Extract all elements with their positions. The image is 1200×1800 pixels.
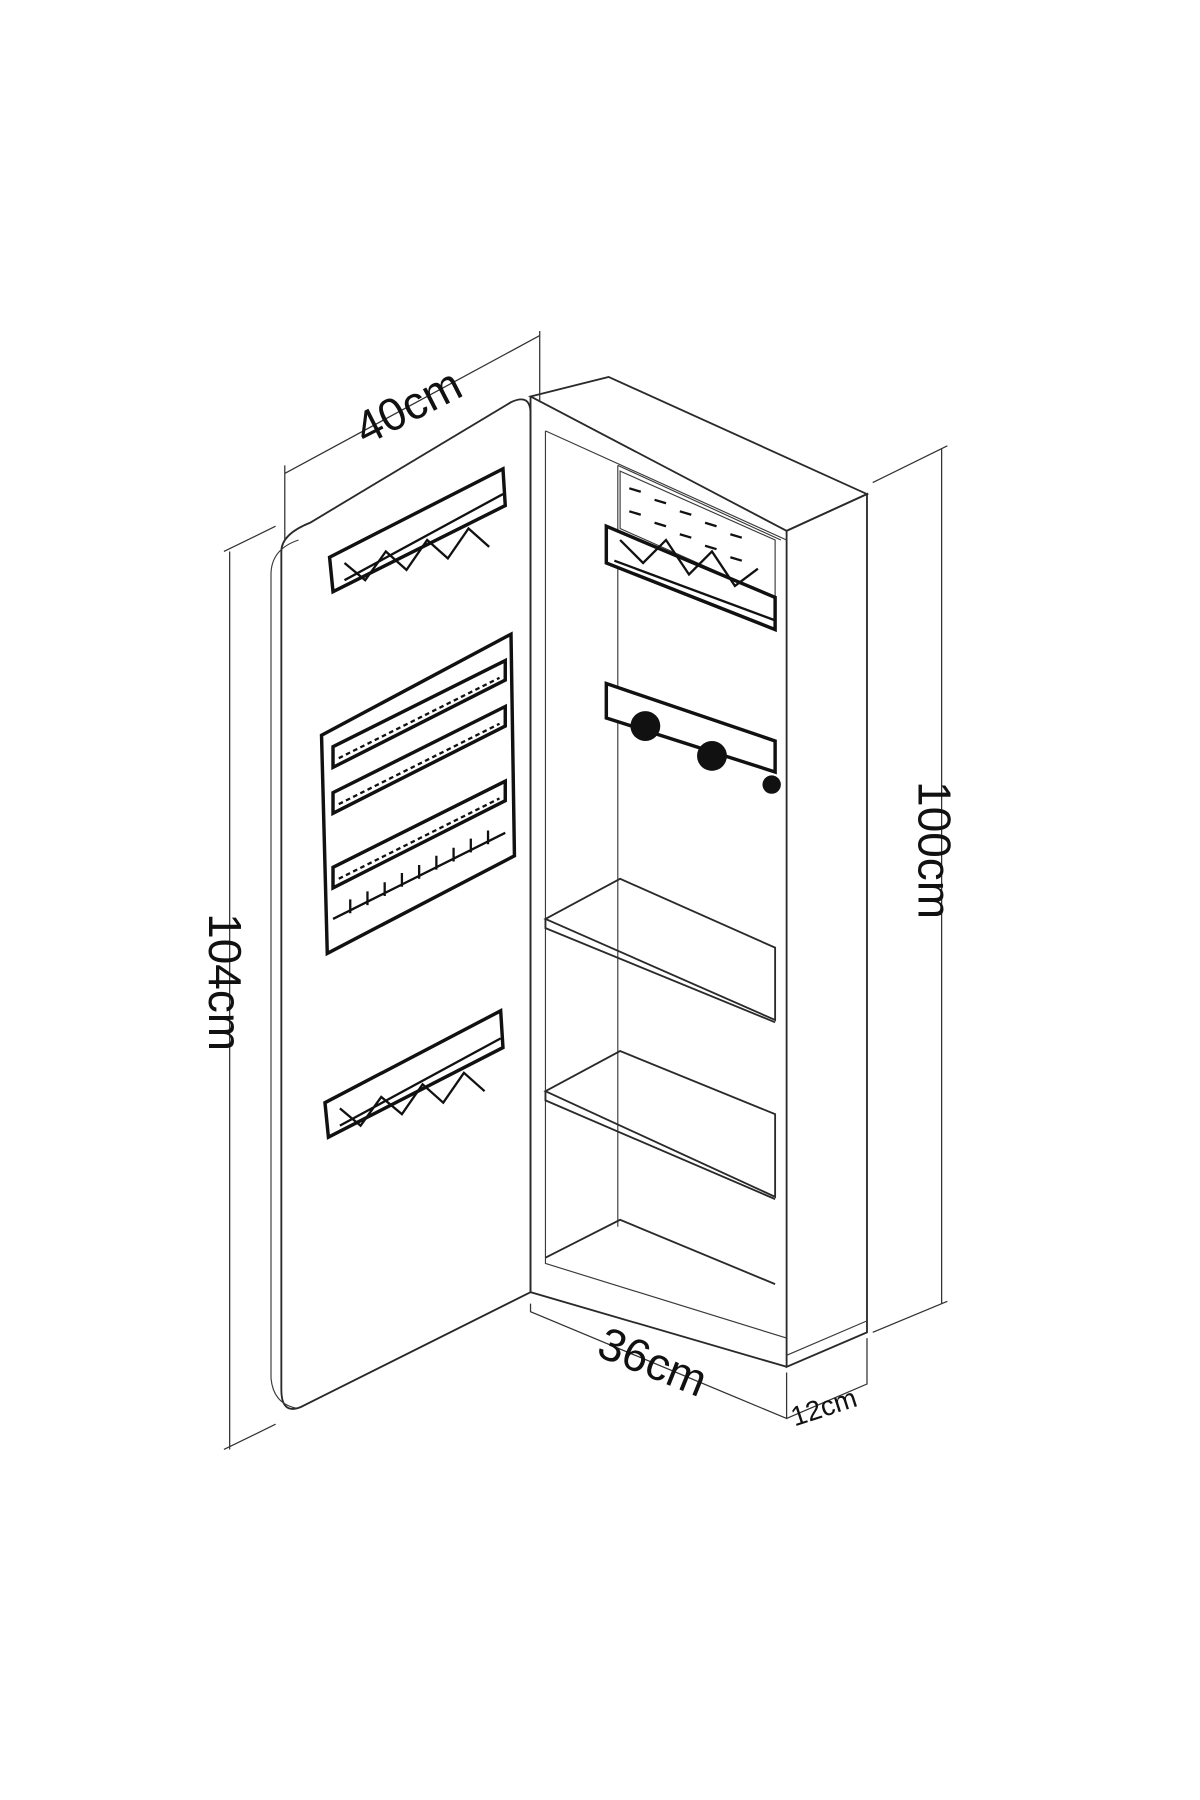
hook-knob xyxy=(762,775,781,794)
door-width-label: 40cm xyxy=(346,357,470,454)
dimension-lines xyxy=(223,331,948,1451)
door-earring-bar-bottom xyxy=(323,1008,505,1140)
cabinet-shelves xyxy=(543,877,777,1285)
cabinet-earring-bar xyxy=(604,523,777,633)
door-necklace-rack xyxy=(319,631,517,957)
hook-knob xyxy=(630,711,661,741)
cabinet-depth-label: 12cm xyxy=(787,1382,861,1432)
hook-knob xyxy=(697,740,727,771)
door xyxy=(270,398,532,1410)
cabinet-body xyxy=(527,375,870,1369)
cabinet-height-label: 100cm xyxy=(909,781,961,919)
cabinet-hook-bar xyxy=(604,681,781,794)
door-height-label: 104cm xyxy=(199,913,251,1051)
cabinet-width-label: 36cm xyxy=(591,1316,715,1406)
door-earring-bar-top xyxy=(327,466,508,595)
